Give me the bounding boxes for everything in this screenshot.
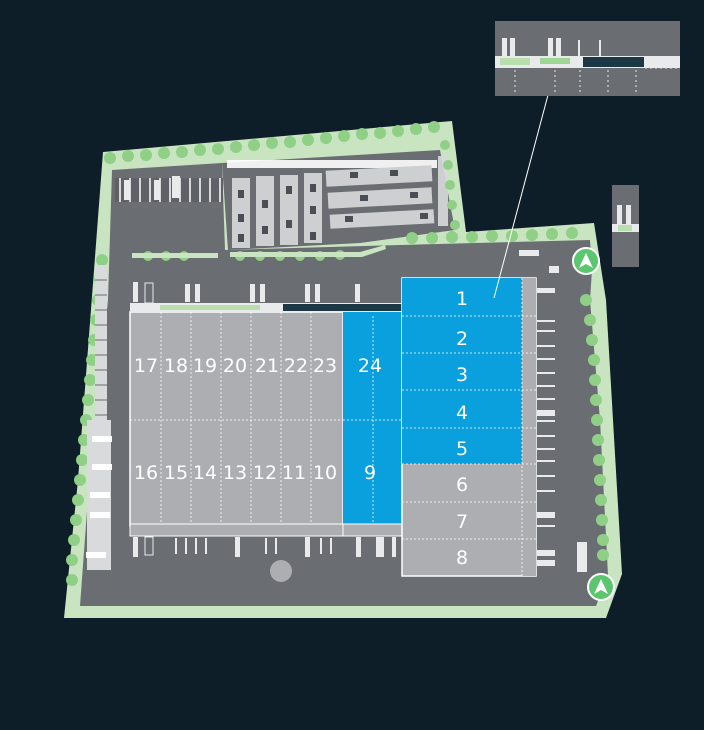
north-facade-office — [283, 304, 403, 311]
loading-docks-east — [519, 250, 587, 572]
unit-label-11: 11 — [282, 462, 306, 484]
unit-label-10: 10 — [313, 462, 337, 484]
unit-label-19: 19 — [193, 355, 217, 377]
entrance-arrow-icon[interactable] — [587, 573, 615, 601]
loading-docks-south — [133, 536, 396, 557]
unit-label-13: 13 — [223, 462, 247, 484]
unit-label-8: 8 — [456, 547, 468, 569]
unit-label-15: 15 — [164, 462, 188, 484]
truck-stands-top-left — [115, 176, 223, 202]
side-detail-inset[interactable] — [612, 185, 639, 267]
unit-label-14: 14 — [193, 462, 217, 484]
building-strip — [129, 523, 344, 537]
unit-label-18: 18 — [164, 355, 188, 377]
entrance-arrow-icon[interactable] — [572, 247, 600, 275]
unit-label-3: 3 — [456, 364, 468, 386]
unit-label-4: 4 — [456, 402, 468, 424]
building-west-hall — [129, 311, 344, 527]
turning-circle — [270, 560, 292, 582]
unit-label-2: 2 — [456, 328, 468, 350]
hedge-strip — [132, 253, 218, 258]
left-parking-strip — [86, 265, 112, 570]
facade-detail-inset[interactable] — [495, 21, 680, 96]
unit-label-9: 9 — [364, 462, 376, 484]
unit-label-16: 16 — [134, 462, 158, 484]
north-facade-green — [160, 305, 260, 310]
unit-labels: 17 18 19 20 21 22 23 24 16 15 14 13 12 1… — [134, 288, 468, 569]
unit-dividers — [130, 278, 536, 576]
east-hall-service-strip — [522, 278, 536, 576]
unit-label-5: 5 — [456, 438, 468, 460]
unit-1-block — [402, 278, 522, 316]
parking-bays — [227, 156, 448, 248]
building-strip — [342, 523, 404, 537]
unit-label-6: 6 — [456, 474, 468, 496]
callout-line — [493, 94, 549, 299]
unit-label-12: 12 — [253, 462, 277, 484]
unit-label-17: 17 — [134, 355, 158, 377]
unit-label-23: 23 — [313, 355, 337, 377]
unit-label-21: 21 — [255, 355, 279, 377]
unit-label-20: 20 — [223, 355, 247, 377]
loading-docks-north — [133, 282, 360, 304]
north-facade-strip — [130, 303, 405, 312]
parked-cars — [238, 170, 428, 242]
unit-label-7: 7 — [456, 511, 468, 533]
hedge-strip — [230, 245, 386, 257]
unit-label-22: 22 — [284, 355, 308, 377]
unit-label-24: 24 — [358, 355, 382, 377]
unit-label-1: 1 — [456, 288, 468, 310]
